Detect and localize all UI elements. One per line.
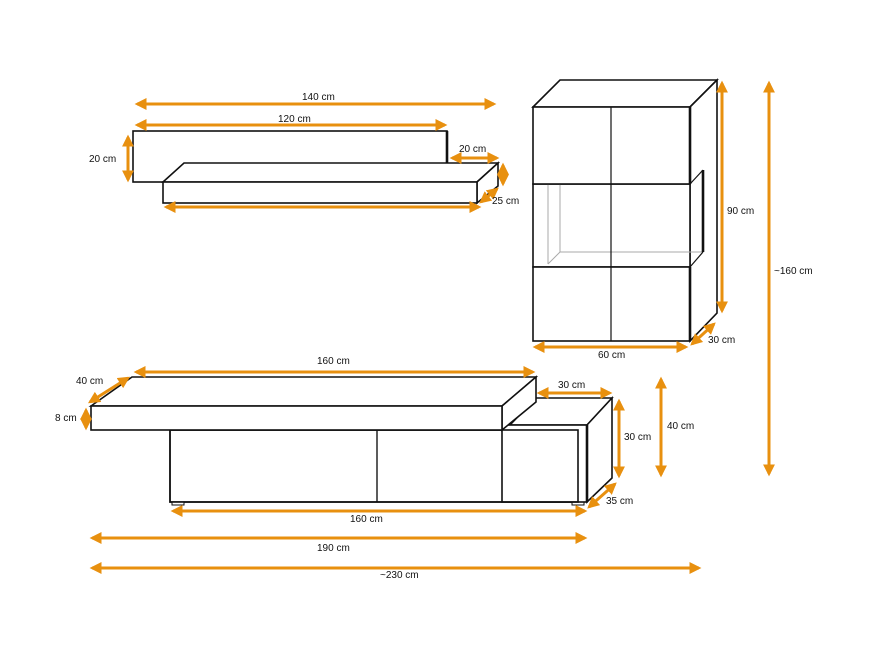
label-side-height: 30 cm bbox=[624, 432, 652, 443]
dimension-lines bbox=[80, 80, 775, 574]
label-upper-shelf-width: 120 cm bbox=[278, 114, 311, 125]
label-overall-height: 40 cm bbox=[667, 421, 695, 432]
label-side-depth: 35 cm bbox=[606, 496, 634, 507]
label-side-width: 30 cm bbox=[558, 380, 586, 391]
wall-cabinet bbox=[531, 78, 719, 343]
tabletop bbox=[88, 375, 539, 432]
tv-stand bbox=[88, 375, 614, 506]
label-shelf-depth: 25 cm bbox=[492, 196, 520, 207]
wall-shelves bbox=[132, 130, 501, 205]
label-cabinet-depth: 30 cm bbox=[708, 335, 736, 346]
label-tabletop-thickness: 8 cm bbox=[55, 413, 77, 424]
label-shelf-offset: 20 cm bbox=[459, 144, 487, 155]
label-overall-width: ~230 cm bbox=[380, 570, 419, 581]
label-cabinet-width: 60 cm bbox=[598, 350, 626, 361]
label-base-width: 160 cm bbox=[350, 514, 383, 525]
label-total-width: 190 cm bbox=[317, 543, 350, 554]
label-shelf-height: 20 cm bbox=[89, 154, 117, 165]
label-mount-height: ~160 cm bbox=[774, 266, 813, 277]
side-cabinet bbox=[501, 395, 614, 504]
label-tabletop-depth: 40 cm bbox=[76, 376, 104, 387]
label-cabinet-height: 90 cm bbox=[727, 206, 755, 217]
label-tabletop-width: 160 cm bbox=[317, 356, 350, 367]
lower-shelf bbox=[160, 161, 501, 205]
label-shelf-total-width: 140 cm bbox=[302, 92, 335, 103]
